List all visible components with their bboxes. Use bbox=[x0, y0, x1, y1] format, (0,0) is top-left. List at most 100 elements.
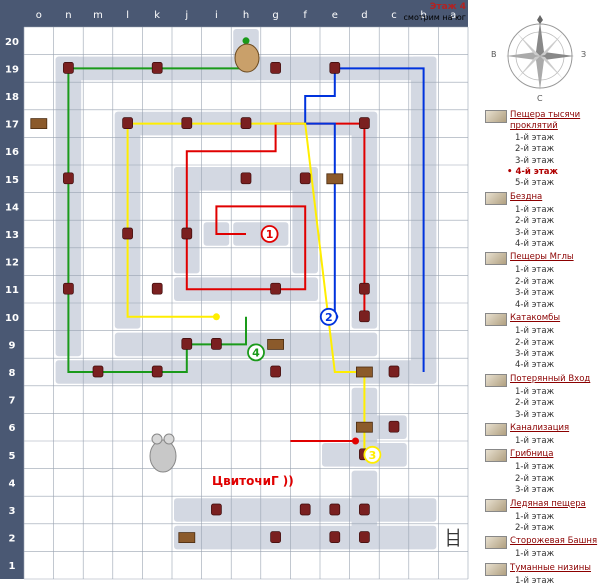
rat-creature-icon-ear bbox=[163, 433, 175, 445]
level-link[interactable]: 1-й этаж bbox=[515, 204, 555, 215]
level-link[interactable]: 3-й этаж bbox=[515, 227, 555, 238]
monster-icon bbox=[181, 117, 193, 129]
route-blue-line bbox=[304, 67, 425, 372]
column-header-bar bbox=[24, 0, 468, 27]
row-label-10: 10 bbox=[5, 313, 19, 324]
route-marker-label-3: 3 bbox=[369, 449, 377, 462]
monster-icon bbox=[299, 503, 311, 516]
monster-icon bbox=[63, 172, 74, 185]
route-green-line bbox=[67, 40, 247, 373]
location-name-link[interactable]: Ледяная пещера bbox=[510, 498, 586, 509]
level-link[interactable]: 1-й этаж bbox=[515, 386, 555, 397]
monster-icon bbox=[151, 62, 163, 74]
row-label-13: 13 bbox=[5, 230, 19, 241]
location-header[interactable]: Катакомбы bbox=[485, 313, 600, 327]
route-marker-label-4: 4 bbox=[252, 346, 260, 359]
row-label-15: 15 bbox=[5, 175, 19, 186]
monster-icon bbox=[211, 503, 222, 516]
level-link[interactable]: 1-й этаж bbox=[515, 435, 555, 446]
monster-icon bbox=[270, 531, 281, 543]
column-label-h: h bbox=[243, 10, 249, 21]
level-link[interactable]: 4-й этаж bbox=[515, 239, 555, 250]
rat-creature-icon-ear bbox=[151, 433, 163, 445]
location-header[interactable]: Сторожевая Башня bbox=[485, 536, 600, 550]
row-label-16: 16 bbox=[5, 147, 19, 158]
location-name-link[interactable]: Пещеры Мглы bbox=[510, 252, 574, 263]
level-link[interactable]: 3-й этаж bbox=[515, 348, 555, 359]
level-link[interactable]: 2-й этаж bbox=[515, 398, 555, 409]
compass-west-label: В bbox=[491, 50, 497, 59]
level-link[interactable]: 2-й этаж bbox=[515, 337, 555, 348]
chest-icon bbox=[178, 532, 196, 543]
row-label-8: 8 bbox=[9, 368, 16, 379]
monster-icon bbox=[388, 365, 400, 378]
level-link[interactable]: 1-й этаж bbox=[515, 132, 555, 143]
mouse-creature-icon bbox=[234, 43, 260, 73]
level-link[interactable]: 2-й этаж bbox=[515, 522, 555, 533]
view-direction: смотрим на юг bbox=[403, 13, 466, 22]
level-link[interactable]: 5-й этаж bbox=[515, 178, 555, 189]
row-label-3: 3 bbox=[9, 506, 16, 517]
corridor-block bbox=[174, 525, 437, 550]
monster-icon bbox=[151, 282, 163, 295]
level-link[interactable]: 2-й этаж bbox=[515, 144, 555, 155]
level-link[interactable]: 3-й этаж bbox=[515, 288, 555, 299]
ice-icon bbox=[485, 498, 507, 512]
monster-icon bbox=[359, 531, 370, 543]
header-corner bbox=[0, 0, 24, 27]
level-link[interactable]: 2-й этаж bbox=[515, 276, 555, 287]
level-link[interactable]: 4-й этаж bbox=[515, 360, 555, 371]
tower-icon bbox=[485, 536, 507, 550]
monster-icon bbox=[299, 172, 311, 185]
column-label-j: j bbox=[184, 10, 188, 21]
level-link[interactable]: 3-й этаж bbox=[515, 409, 555, 420]
location-name-link[interactable]: Бездна bbox=[510, 191, 543, 202]
location-header[interactable]: Бездна bbox=[485, 191, 600, 205]
location-name-link[interactable]: Сторожевая Башня bbox=[510, 536, 598, 547]
level-link[interactable]: 4-й этаж bbox=[515, 299, 555, 310]
level-link[interactable]: 2-й этаж bbox=[515, 216, 555, 227]
level-link[interactable]: 1-й этаж bbox=[515, 511, 555, 522]
location-header[interactable]: Канализация bbox=[485, 422, 600, 436]
row-label-11: 11 bbox=[5, 285, 19, 296]
location-header[interactable]: Грибница bbox=[485, 449, 600, 463]
level-link[interactable]: 1-й этаж bbox=[515, 265, 555, 276]
level-link[interactable]: 3-й этаж bbox=[515, 485, 555, 496]
level-link[interactable]: 2-й этаж bbox=[515, 473, 555, 484]
location-name-link[interactable]: Пещера тысячи проклятий bbox=[510, 110, 581, 132]
location-name-link[interactable]: Грибница bbox=[510, 449, 554, 460]
route-marker-label-2: 2 bbox=[325, 311, 333, 324]
level-link[interactable]: 3-й этаж bbox=[515, 155, 555, 166]
column-label-d: d bbox=[361, 10, 367, 21]
location-header[interactable]: Пещеры Мглы bbox=[485, 252, 600, 266]
location-name-link[interactable]: Канализация bbox=[510, 422, 570, 433]
level-link[interactable]: 1-й этаж bbox=[515, 462, 555, 473]
ladder-icon bbox=[447, 528, 459, 547]
level-link[interactable]: 1-й этаж bbox=[515, 326, 555, 337]
monster-icon bbox=[92, 365, 104, 378]
location-name-link[interactable]: Потерянный Вход bbox=[510, 373, 591, 384]
location-header[interactable]: Пещера тысячи проклятий bbox=[485, 110, 600, 133]
location-9: Туманные низины 1-й этаж bbox=[485, 562, 600, 587]
monster-icon bbox=[240, 172, 252, 185]
location-name-link[interactable]: Катакомбы bbox=[510, 313, 561, 324]
row-label-19: 19 bbox=[5, 64, 19, 75]
mushroom-icon bbox=[485, 449, 507, 463]
location-name-link[interactable]: Туманные низины bbox=[510, 562, 591, 573]
monster-icon bbox=[211, 338, 222, 350]
location-header[interactable]: Потерянный Вход bbox=[485, 373, 600, 387]
catacomb-icon bbox=[485, 313, 507, 327]
location-8: Сторожевая Башня 1-й этаж bbox=[485, 536, 600, 560]
route-marker-2 bbox=[319, 307, 338, 326]
level-link[interactable]: •4-й этаж bbox=[507, 167, 558, 178]
location-header[interactable]: Туманные низины bbox=[485, 562, 600, 576]
level-link[interactable]: 1-й этаж bbox=[515, 549, 555, 560]
level-link[interactable]: 1-й этаж bbox=[515, 575, 555, 586]
location-header[interactable]: Ледяная пещера bbox=[485, 498, 600, 512]
mist-icon bbox=[485, 252, 507, 266]
